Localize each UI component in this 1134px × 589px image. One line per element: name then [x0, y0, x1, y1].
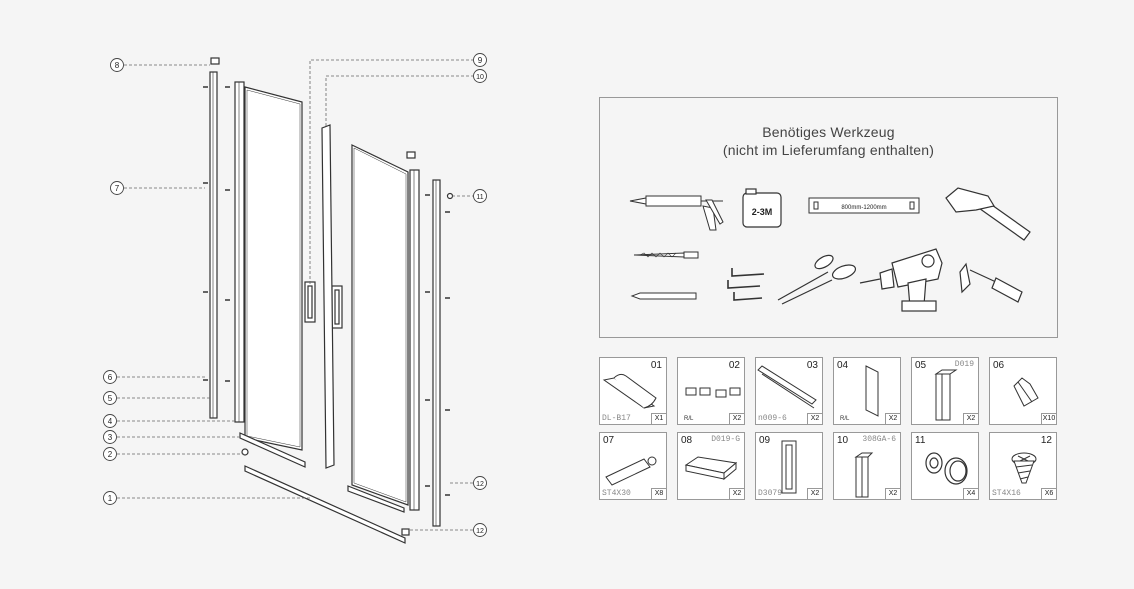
door-frame-icon [934, 369, 958, 421]
part-code: D019 [954, 360, 974, 369]
part-number: 08 [681, 435, 693, 446]
callout-8: 8 [115, 61, 120, 70]
part-code: D019-G [711, 435, 740, 444]
part-06-wall-plug: 06 X10 [989, 357, 1057, 425]
part-01-wall-profile: 01 DL-B17 X1 [599, 357, 667, 425]
door-frame-left [234, 81, 245, 423]
part-code: ST4X16 [992, 489, 1021, 498]
part-quantity: X8 [651, 488, 666, 499]
part-03-door-seal: 03 n009-6 X2 [755, 357, 823, 425]
part-number: 03 [806, 360, 818, 371]
part-quantity: X2 [885, 413, 900, 424]
pencil-icon [630, 292, 697, 300]
callout-10: 10 [476, 74, 484, 81]
part-code: n009-6 [758, 414, 787, 423]
wall-profile-left [209, 71, 218, 419]
door-handle-right [331, 285, 343, 329]
part-quantity: X2 [807, 413, 822, 424]
callout-3: 3 [108, 433, 113, 442]
callout-4: 4 [108, 417, 113, 426]
part-12-screw: 12 ST4X16 X6 [989, 432, 1057, 500]
part-02-bracket-set: 02 R/L X2 [677, 357, 745, 425]
part-number: 11 [915, 435, 926, 446]
part-number: 07 [603, 435, 615, 446]
allen-key-icon [727, 268, 765, 301]
tape-measure-icon: 2-3M [742, 188, 782, 228]
part-number: 06 [993, 360, 1005, 371]
part-number: 05 [915, 360, 927, 371]
callout-12-top: 12 [476, 481, 484, 488]
part-code: R/L [684, 416, 694, 422]
callout-2: 2 [108, 450, 113, 459]
glass-panel-icon [865, 365, 879, 417]
door-handle-left [304, 281, 316, 323]
tools-subtitle: (nicht im Lieferumfang enthalten) [722, 142, 935, 158]
wall-profile-icon [602, 373, 657, 409]
callout-1: 1 [108, 494, 113, 503]
part-08-end-cap: 08 D019-G X2 [677, 432, 745, 500]
scissors-icon [777, 254, 857, 305]
callout-12-bottom: 12 [476, 528, 484, 535]
part-11-screw-cap: 11 X4 [911, 432, 979, 500]
wall-plug-icon [1013, 377, 1039, 407]
wall-profile-right [432, 179, 441, 527]
part-number: 01 [650, 360, 662, 371]
screw-cap-icon [925, 452, 968, 485]
glass-panel-left [244, 86, 303, 451]
screw-anchor-icon [605, 456, 657, 486]
part-code: ST4X30 [602, 489, 631, 498]
screwdriver-icon [959, 262, 1023, 303]
glass-panel-right [351, 144, 409, 506]
part-quantity: X10 [1041, 413, 1056, 424]
magnetic-seal-strip [321, 124, 335, 469]
screw-icon [1011, 452, 1037, 484]
part-09-handle: 09 D3079 X2 [755, 432, 823, 500]
part-quantity: X2 [885, 488, 900, 499]
part-quantity: X1 [651, 413, 666, 424]
exploded-assembly-diagram: 8 7 6 5 4 3 2 1 9 10 11 12 12 [103, 53, 487, 544]
callout-7: 7 [115, 184, 120, 193]
spirit-level-icon: 800mm-1200mm [808, 197, 920, 214]
part-quantity: X2 [807, 488, 822, 499]
part-number: 12 [1040, 435, 1052, 446]
part-quantity: X4 [963, 488, 978, 499]
tools-title: Benötiges Werkzeug [762, 124, 895, 140]
part-quantity: X2 [729, 413, 744, 424]
hammer-icon [945, 187, 1031, 241]
part-code: 308GA-6 [862, 435, 896, 444]
magnetic-seal-icon [854, 452, 874, 498]
bracket-icon [685, 387, 741, 398]
part-07-screw-anchor: 07 ST4X30 X8 [599, 432, 667, 500]
part-quantity: X6 [1041, 488, 1056, 499]
part-05-door-frame: 05 D019 X2 [911, 357, 979, 425]
door-seal-icon [757, 365, 817, 409]
part-code: D3079 [758, 489, 783, 498]
callout-5: 5 [108, 394, 113, 403]
spirit-level-label: 800mm-1200mm [841, 205, 886, 211]
drill-bit-icon [633, 251, 699, 259]
part-10-magnetic-seal: 10 308GA-6 X2 [833, 432, 901, 500]
part-number: 10 [837, 435, 849, 446]
callout-11: 11 [476, 194, 483, 201]
bottom-seal-left [239, 432, 306, 468]
required-tools-panel: Benötiges Werkzeug (nicht im Lieferumfan… [599, 97, 1058, 338]
part-number: 02 [728, 360, 740, 371]
part-code: DL-B17 [602, 414, 631, 423]
callout-6: 6 [108, 373, 113, 382]
part-number: 04 [837, 360, 849, 371]
callout-9: 9 [478, 56, 483, 65]
caulking-gun-icon [629, 195, 724, 231]
handle-icon [781, 440, 797, 494]
part-04-glass-panel: 04 R/L X2 [833, 357, 901, 425]
floor-threshold [244, 465, 406, 544]
part-code: R/L [840, 416, 850, 422]
part-quantity: X2 [729, 488, 744, 499]
power-drill-icon [859, 248, 943, 312]
door-frame-right [409, 169, 420, 511]
part-number: 09 [759, 435, 771, 446]
end-cap-icon [684, 456, 738, 481]
tape-measure-label: 2-3M [752, 207, 773, 217]
part-quantity: X2 [963, 413, 978, 424]
